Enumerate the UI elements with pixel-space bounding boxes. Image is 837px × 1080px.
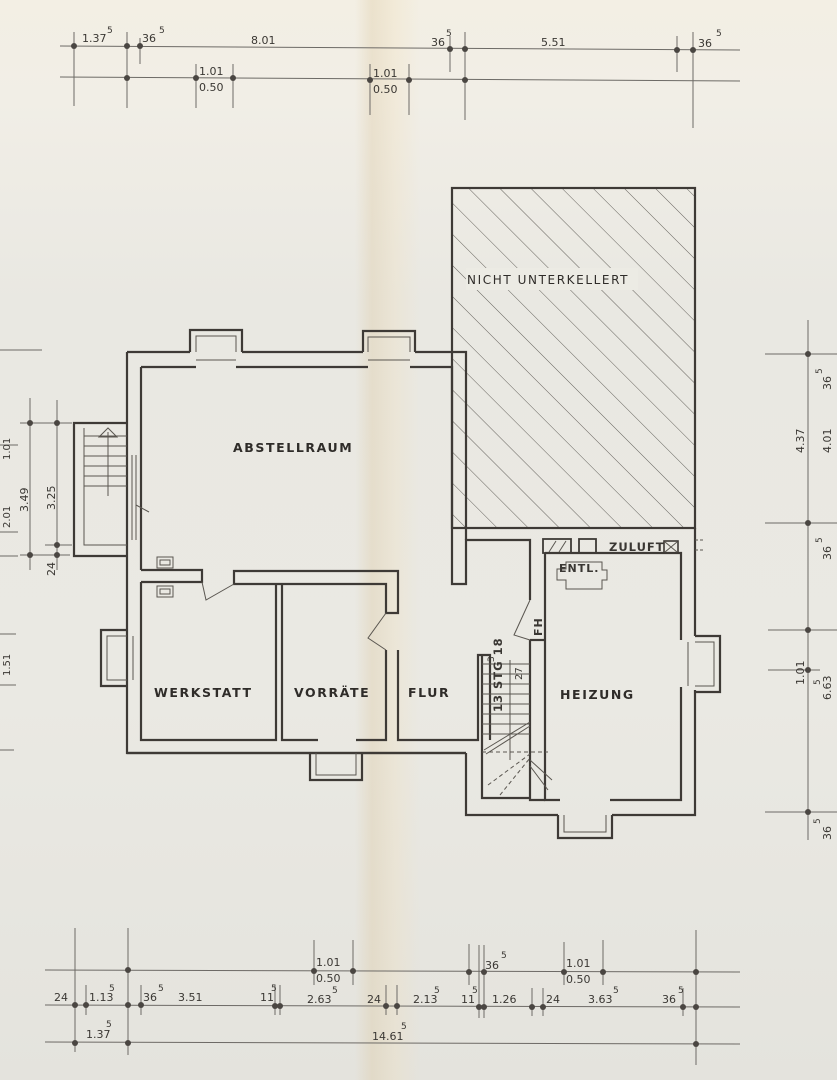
svg-text:5: 5 [813, 818, 823, 824]
dim-top-3: 8.01 [251, 34, 276, 47]
dim-right-c-top: 36 [821, 376, 834, 390]
svg-text:5: 5 [332, 986, 338, 996]
dim-bottom-total: 14.61 [372, 1030, 404, 1043]
dim-right-d: 1.01 [794, 661, 807, 686]
dim-left-inner: 3.25 [45, 486, 58, 511]
left-dimension-chain: 1.01 2.01 1.51 3.49 3.25 24 [0, 349, 72, 751]
dim-bottom-r2-7: 24 [367, 993, 381, 1006]
svg-text:5: 5 [106, 1020, 112, 1030]
dim-bottom-r2-13: 36 [662, 993, 676, 1006]
label-zuluft: ZULUFT [609, 540, 665, 554]
dim-bottom-window-2: 1.01 [566, 957, 591, 970]
dim-right-c-mid: 36 [821, 546, 834, 560]
dim-top-5: 5.51 [541, 36, 566, 49]
label-entl: ENTL. [559, 562, 599, 575]
svg-text:5: 5 [678, 986, 684, 996]
dim-bottom-r2-3: 36 [143, 991, 157, 1004]
dim-left-outer-c: 1.51 [2, 654, 13, 676]
dim-bottom-r2-9: 11 [461, 993, 475, 1006]
svg-text:3: 3 [487, 656, 497, 662]
svg-text:5: 5 [446, 29, 452, 39]
room-labels: ABSTELLRAUM WERKSTATT VORRÄTE FLUR HEIZU… [154, 440, 635, 702]
label-stair: 13 STG 18 [491, 637, 505, 712]
dim-bottom-r2-6: 2.63 [307, 993, 332, 1006]
window-wells-bottom [308, 753, 614, 840]
dim-bottom-r2-10: 1.26 [492, 993, 517, 1006]
dim-bottom-r2-1: 24 [54, 991, 68, 1004]
unexcavated-area: NICHT UNTERKELLERT [450, 186, 697, 530]
label-heizung: HEIZUNG [560, 687, 635, 702]
dim-bottom-r2-11: 24 [546, 993, 560, 1006]
svg-text:5: 5 [109, 984, 115, 994]
dim-top-window-2: 1.01 [373, 67, 398, 80]
dim-bottom-r2-5: 11 [260, 991, 274, 1004]
svg-text:5: 5 [815, 537, 825, 543]
dim-top-2: 36 [142, 32, 156, 45]
bottom-dimension-chain: 1.01 0.50 36 5 1.01 0.50 24 1.13 5 36 5 … [44, 928, 741, 1065]
dim-right-a: 4.37 [794, 429, 807, 454]
window-well-left [99, 628, 134, 688]
dim-bottom-r2-8: 2.13 [413, 993, 438, 1006]
dim-left-outer-a: 1.01 [2, 438, 13, 460]
svg-text:0.50: 0.50 [316, 972, 341, 985]
dim-right-b: 4.01 [821, 429, 834, 454]
dim-top-4: 36 [431, 36, 445, 49]
interior-stair: 13 STG 18 3 27 [480, 637, 553, 800]
window-wells-top [188, 328, 417, 361]
svg-text:5: 5 [158, 984, 164, 994]
dim-left-small: 24 [45, 562, 58, 576]
dim-bottom-r2-12: 3.63 [588, 993, 613, 1006]
dim-bottom-r1-2: 36 [485, 959, 499, 972]
svg-text:0.50: 0.50 [373, 83, 398, 96]
small-fixtures [156, 556, 174, 598]
svg-text:5: 5 [271, 984, 277, 994]
svg-text:5: 5 [716, 29, 722, 39]
label-werkstatt: WERKSTATT [154, 685, 253, 700]
interior-walls [127, 568, 545, 802]
dim-right-e: 6.63 [821, 676, 834, 701]
label-vorraete: VORRÄTE [294, 685, 370, 700]
dim-left-outer-b: 2.01 [2, 506, 13, 528]
svg-text:5: 5 [813, 679, 823, 685]
svg-text:0.50: 0.50 [199, 81, 224, 94]
svg-text:0.50: 0.50 [566, 973, 591, 986]
dim-bottom-r3-1: 1.37 [86, 1028, 111, 1041]
svg-text:5: 5 [434, 986, 440, 996]
label-abstellraum: ABSTELLRAUM [233, 440, 353, 455]
label-flur: FLUR [408, 685, 450, 700]
label-nicht-unterkellert: NICHT UNTERKELLERT [467, 273, 629, 287]
dim-left-mid: 3.49 [18, 488, 31, 513]
svg-text:5: 5 [159, 26, 165, 36]
svg-text:5: 5 [501, 951, 507, 961]
label-stair-tread: 27 [514, 667, 525, 680]
svg-text:5: 5 [107, 26, 113, 36]
window-well-right [687, 634, 722, 694]
svg-text:5: 5 [472, 986, 478, 996]
heating-fixtures: ZULUFT ENTL. FH [532, 538, 705, 636]
dim-top-1: 1.37 [82, 32, 107, 45]
dim-top-6: 36 [698, 37, 712, 50]
top-dimension-chain: 1.37 5 36 5 8.01 36 5 5.51 36 5 1.01 0.5… [59, 26, 741, 128]
svg-text:5: 5 [613, 986, 619, 996]
dim-right-f: 36 [821, 826, 834, 840]
exterior-stair [72, 421, 150, 558]
dim-top-window-1: 1.01 [199, 65, 224, 78]
dim-bottom-r2-2: 1.13 [89, 991, 114, 1004]
right-dimension-chain: 4.37 4.01 36 5 36 5 1.01 5 6.63 36 5 [765, 320, 837, 840]
label-fh: FH [532, 617, 545, 636]
svg-text:5: 5 [401, 1022, 407, 1032]
dim-bottom-window-1: 1.01 [316, 956, 341, 969]
svg-text:5: 5 [815, 368, 825, 374]
dim-bottom-r2-4: 3.51 [178, 991, 203, 1004]
